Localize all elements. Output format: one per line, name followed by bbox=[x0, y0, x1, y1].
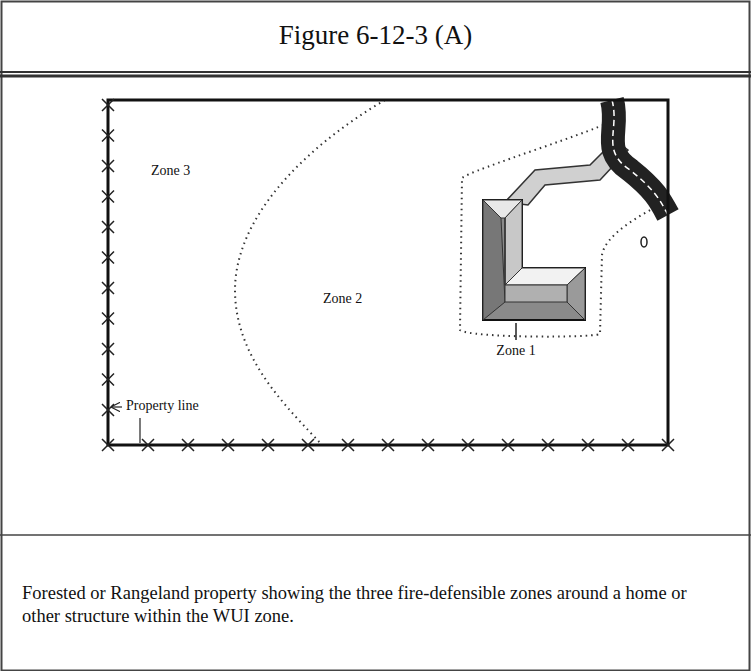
x-mark bbox=[502, 439, 514, 451]
tank-symbol bbox=[641, 237, 647, 247]
x-mark bbox=[102, 404, 114, 416]
figure-title: Figure 6-12-3 (A) bbox=[0, 0, 751, 70]
road bbox=[612, 100, 668, 215]
leader-line bbox=[112, 406, 122, 407]
caption-rule bbox=[0, 534, 751, 536]
zone-label: Zone 1 bbox=[495, 343, 536, 359]
property-line-label: Property line bbox=[125, 398, 200, 414]
x-mark bbox=[662, 439, 674, 451]
zone-label: Zone 2 bbox=[322, 291, 363, 307]
x-mark bbox=[102, 374, 114, 386]
x-mark bbox=[102, 221, 114, 233]
x-mark bbox=[342, 439, 354, 451]
x-mark bbox=[182, 439, 194, 451]
x-mark bbox=[102, 439, 114, 451]
x-mark bbox=[302, 439, 314, 451]
x-mark bbox=[462, 439, 474, 451]
x-mark bbox=[622, 439, 634, 451]
x-mark bbox=[262, 439, 274, 451]
property-line-marks bbox=[102, 99, 674, 451]
x-mark bbox=[422, 439, 434, 451]
road-centerline bbox=[612, 100, 668, 215]
x-mark bbox=[582, 439, 594, 451]
leader-line bbox=[139, 418, 140, 443]
x-mark bbox=[102, 343, 114, 355]
x-mark bbox=[142, 439, 154, 451]
x-mark bbox=[382, 439, 394, 451]
title-rule bbox=[0, 71, 751, 73]
x-mark bbox=[102, 282, 114, 294]
zone-boundary bbox=[235, 100, 385, 445]
x-mark bbox=[102, 130, 114, 142]
zone-boundary bbox=[460, 118, 660, 337]
x-mark bbox=[102, 252, 114, 264]
x-mark bbox=[102, 99, 114, 111]
property-boundary bbox=[108, 100, 668, 445]
house bbox=[483, 200, 585, 320]
title-rule bbox=[0, 75, 751, 78]
x-mark bbox=[102, 191, 114, 203]
zone-label: Zone 3 bbox=[150, 163, 191, 179]
x-mark bbox=[102, 313, 114, 325]
figure-caption: Forested or Rangeland property showing t… bbox=[22, 582, 722, 628]
x-mark bbox=[222, 439, 234, 451]
x-mark bbox=[102, 160, 114, 172]
x-mark bbox=[542, 439, 554, 451]
leader-line bbox=[515, 323, 517, 340]
